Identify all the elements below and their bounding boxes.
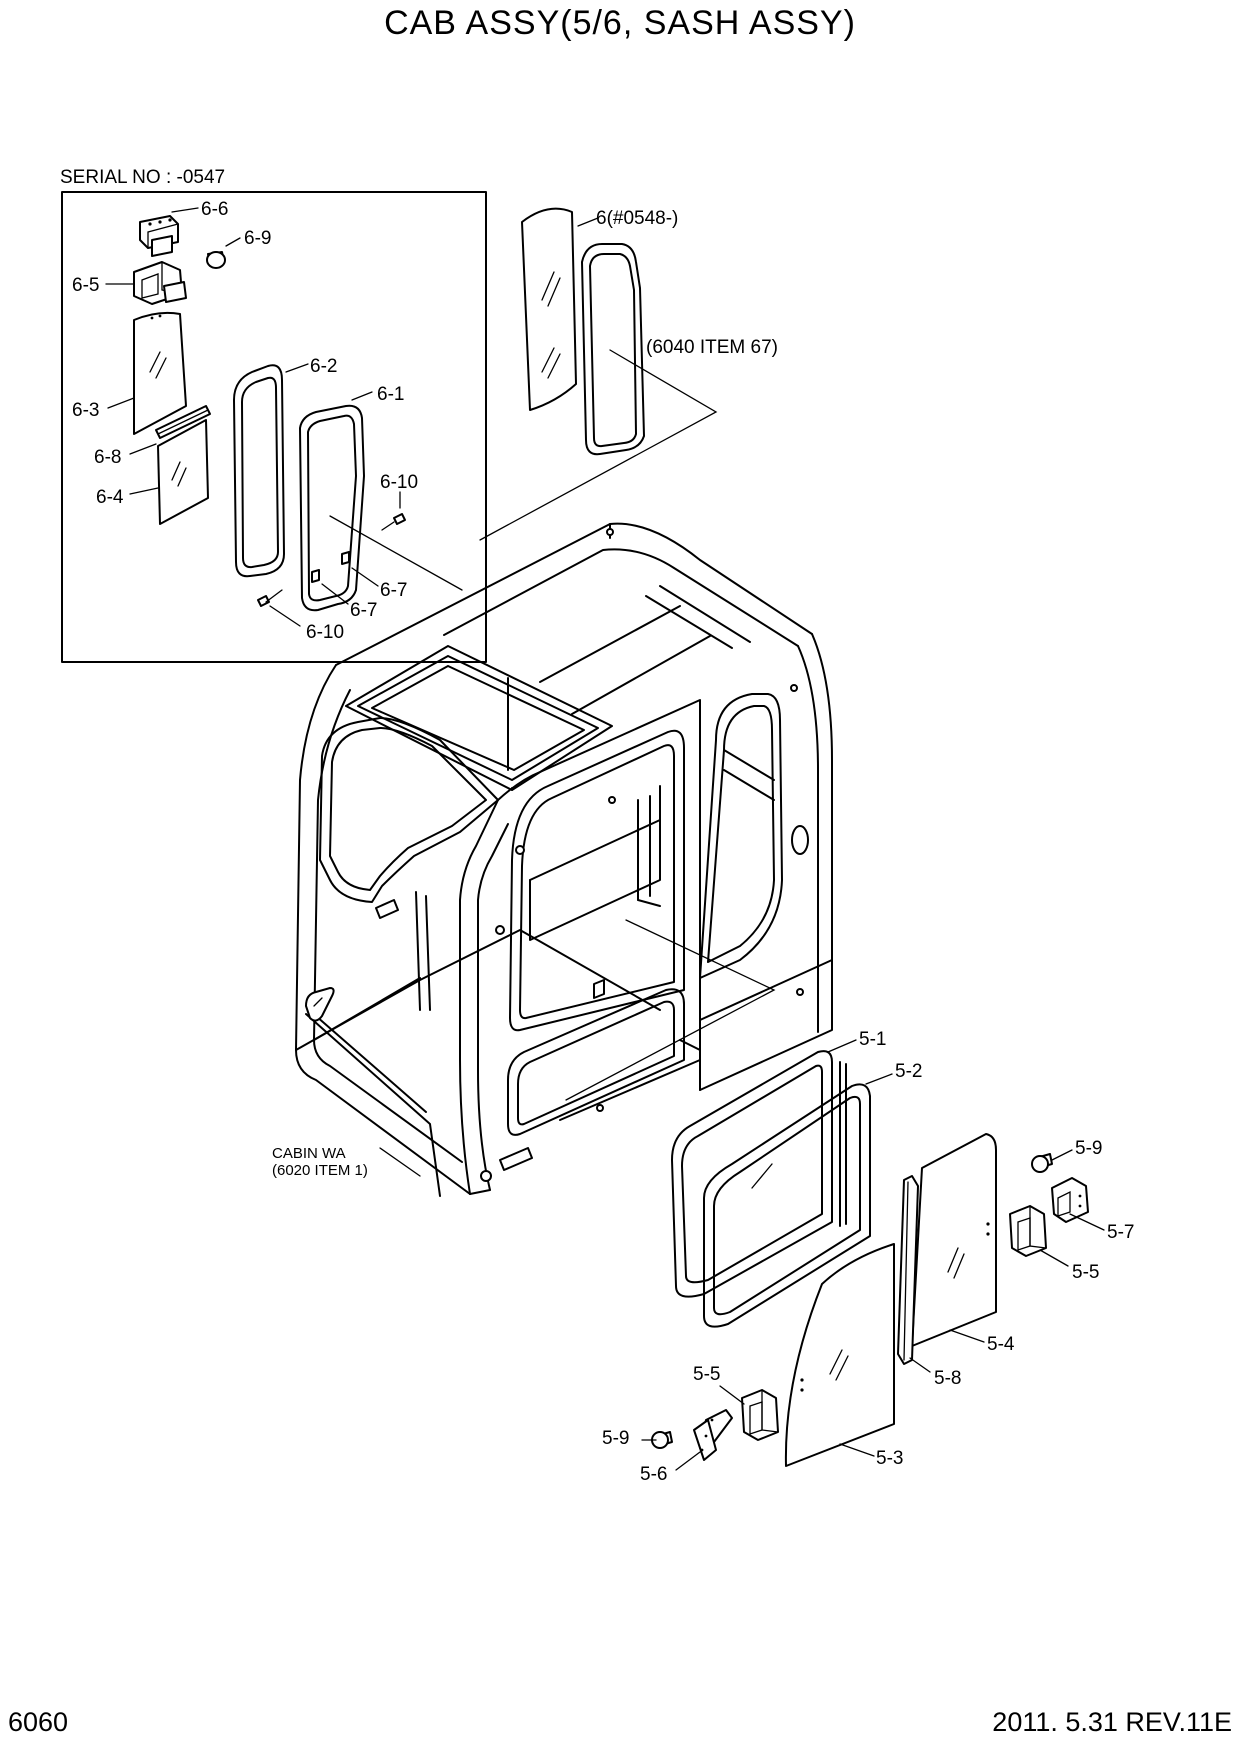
callout-6-5: 6-5	[72, 275, 99, 296]
callout-6-new: 6(#0548-)	[596, 208, 678, 229]
part-5-8-rail	[897, 1175, 919, 1365]
serial-note: SERIAL NO : -0547	[60, 167, 225, 188]
cabin-body: CABIN WA (6020 ITEM 1)	[272, 522, 833, 1197]
part-5-3-glass	[784, 1243, 895, 1467]
part-6-6-latch-bracket	[139, 215, 179, 257]
callout-6-6: 6-6	[201, 199, 228, 220]
callout-6-1: 6-1	[377, 384, 404, 405]
part-6-10-screw-upper	[381, 513, 406, 531]
callout-5-5-left: 5-5	[693, 1364, 720, 1385]
part-5-5-catch-left	[741, 1389, 779, 1441]
inset-frame	[61, 191, 487, 663]
callout-6-10-upper: 6-10	[380, 472, 418, 493]
callout-5-5-right: 5-5	[1072, 1262, 1099, 1283]
callout-6-10-lower: 6-10	[306, 622, 344, 643]
page-title: CAB ASSY(5/6, SASH ASSY)	[384, 4, 856, 42]
door-sash-leaders	[641, 1039, 1105, 1471]
part-5-1-sash-frame	[671, 1050, 847, 1298]
callout-6-8: 6-8	[94, 447, 121, 468]
part-6-3-upper-glass	[133, 311, 187, 435]
callout-6-3: 6-3	[72, 400, 99, 421]
callout-6-2: 6-2	[310, 356, 337, 377]
part-6-5-catch	[133, 261, 187, 305]
part-6-9-pin	[206, 251, 226, 269]
callout-6-4: 6-4	[96, 487, 124, 508]
callout-5-9-right: 5-9	[1075, 1138, 1102, 1159]
part-6-4-lower-glass	[157, 419, 209, 525]
part-5-9-pin-left	[651, 1431, 673, 1449]
part-5-6-bracket	[693, 1409, 733, 1461]
callout-6-9: 6-9	[244, 228, 271, 249]
serial-inset: SERIAL NO : -0547	[60, 167, 487, 663]
part-5-2-seal	[703, 1083, 871, 1328]
callout-5-7: 5-7	[1107, 1222, 1134, 1243]
callout-5-8: 5-8	[934, 1368, 961, 1389]
cabin-name-label: CABIN WA	[272, 1145, 346, 1162]
callout-5-1: 5-1	[859, 1029, 886, 1050]
part-6-10-screw-lower	[257, 589, 283, 607]
page-number: 6060	[8, 1707, 69, 1737]
part-6-8-rail	[155, 405, 211, 439]
callout-5-6: 5-6	[640, 1464, 667, 1485]
part-6-2-seal	[233, 364, 285, 578]
inset-leaders	[105, 207, 463, 627]
callout-5-3: 5-3	[876, 1448, 903, 1469]
part-5-9-pin-right	[1031, 1153, 1053, 1173]
note-6040-item-67: (6040 ITEM 67)	[646, 337, 778, 358]
part-6-1-sash-frame	[299, 404, 365, 612]
callout-6-7-left: 6-7	[350, 600, 377, 621]
callout-5-4: 5-4	[987, 1334, 1015, 1355]
door-sash-parts: 5-1 5-2 5-9 5-7 5-5 5-4 5-8 5-5 5-9 5-6 …	[602, 1029, 1134, 1485]
part-5-7-bracket	[1051, 1177, 1089, 1223]
cabin-ref-label: (6020 ITEM 1)	[272, 1162, 368, 1179]
part-6-sash-new: 6(#0548-) (6040 ITEM 67)	[479, 207, 778, 541]
part-5-4-glass	[911, 1133, 997, 1347]
callout-5-9-left: 5-9	[602, 1428, 629, 1449]
callout-5-2: 5-2	[895, 1061, 922, 1082]
part-5-5-catch-right	[1009, 1205, 1047, 1257]
callout-6-7-right: 6-7	[380, 580, 407, 601]
revision-date: 2011. 5.31 REV.11E	[992, 1707, 1232, 1737]
